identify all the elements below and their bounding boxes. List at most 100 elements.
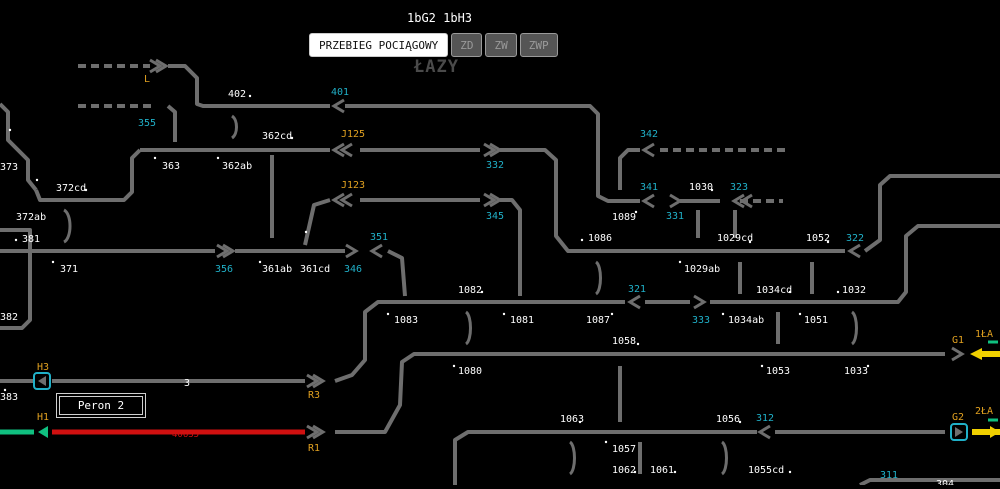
signal-G1-icon[interactable]	[951, 346, 965, 362]
label-1032: 1032	[842, 285, 866, 296]
signal-401-icon[interactable]	[331, 98, 345, 114]
label-1081: 1081	[510, 315, 534, 326]
label-355: 355	[138, 118, 156, 129]
label-323: 323	[730, 182, 748, 193]
track-372cd	[34, 148, 142, 202]
label-1LA: 1ŁA	[975, 329, 993, 340]
label-1058: 1058	[612, 336, 636, 347]
label-304: 304	[936, 479, 954, 485]
mode-zd-button[interactable]: ZD	[451, 33, 483, 57]
signal-j125-icon[interactable]	[331, 142, 353, 158]
mode-zwp-button[interactable]: ZWP	[519, 33, 558, 57]
platform-box: Peron 2	[56, 393, 146, 418]
signal-351-icon[interactable]	[369, 243, 383, 259]
mode-przebieg-pociagowy-button[interactable]: PRZEBIEG POCIĄGOWY	[309, 33, 449, 57]
signal-j123-icon[interactable]	[331, 192, 353, 208]
mode-zw-button[interactable]: ZW	[485, 33, 517, 57]
signal-R1-icon[interactable]	[306, 424, 326, 440]
label-L: L	[144, 74, 150, 85]
label-361cd: 361cd	[300, 264, 330, 275]
track-355-link	[166, 104, 177, 142]
signal-323-icon[interactable]	[731, 193, 753, 209]
signal-G2-icon	[955, 427, 963, 437]
track-1034	[710, 224, 1000, 304]
signal-H1-icon[interactable]	[38, 426, 48, 438]
track-382	[0, 228, 32, 330]
label-H3: H3	[37, 362, 49, 373]
track-1058	[335, 352, 945, 434]
signal-332-icon[interactable]	[483, 142, 503, 158]
signal-R3-icon[interactable]	[306, 373, 326, 389]
signal-322-icon[interactable]	[847, 243, 861, 259]
label-321: 321	[628, 284, 646, 295]
track-345	[500, 198, 522, 296]
track-322	[863, 174, 1000, 253]
label-1033: 1033	[844, 366, 868, 377]
label-R3: R3	[308, 390, 320, 401]
signal-312-icon[interactable]	[757, 424, 771, 440]
insulated-joint	[230, 114, 238, 140]
label-1082: 1082	[458, 285, 482, 296]
label-401: 401	[331, 87, 349, 98]
label-362ab: 362ab	[222, 161, 252, 172]
signal-331-icon[interactable]	[669, 193, 683, 209]
label-G1: G1	[952, 335, 964, 346]
signal-345-icon[interactable]	[483, 192, 503, 208]
track-342-link	[618, 148, 640, 190]
label-1053: 1053	[766, 366, 790, 377]
track-351-link	[387, 249, 407, 297]
signal-L-icon[interactable]	[149, 58, 169, 74]
insulated-joint-7	[720, 440, 728, 476]
label-346: 346	[344, 264, 362, 275]
active-route-label: 1bG2 1bH3	[407, 11, 473, 25]
label-373: 373	[0, 162, 18, 173]
signal-H3-icon	[38, 376, 46, 386]
signal-H3-frame[interactable]	[33, 372, 51, 390]
label-342: 342	[640, 129, 658, 140]
signal-346-icon[interactable]	[345, 243, 359, 259]
label-J123: J123	[341, 180, 365, 191]
track-332-1086	[500, 148, 845, 253]
label-1062: 1062	[612, 465, 636, 476]
label-372cd: 372cd	[56, 183, 86, 194]
label-331: 331	[666, 211, 684, 222]
label-1055cd: 1055cd	[748, 465, 784, 476]
label-H1: H1	[37, 412, 49, 423]
insulated-joint-6	[568, 440, 576, 476]
label-1063: 1063	[560, 414, 584, 425]
label-332: 332	[486, 160, 504, 171]
label-G2: G2	[952, 412, 964, 423]
label-1089: 1089	[612, 212, 636, 223]
label-341: 341	[640, 182, 658, 193]
track-401	[345, 104, 640, 203]
signal-321-icon[interactable]	[627, 294, 641, 310]
label-R1: R1	[308, 443, 320, 454]
station-name: ŁAZY	[414, 57, 459, 77]
signal-341-icon[interactable]	[641, 193, 655, 209]
label-351: 351	[370, 232, 388, 243]
label-J125: J125	[341, 129, 365, 140]
signal-342-icon[interactable]	[641, 142, 655, 158]
label-361ab: 361ab	[262, 264, 292, 275]
label-381: 381	[22, 234, 40, 245]
track-1063	[453, 430, 757, 485]
label-362cd: 362cd	[262, 131, 292, 142]
label-3: 3	[184, 378, 190, 389]
label-1029ab: 1029ab	[684, 264, 720, 275]
label-312: 312	[756, 413, 774, 424]
label-40635: 40635	[172, 430, 199, 440]
label-1086: 1086	[588, 233, 612, 244]
label-356: 356	[215, 264, 233, 275]
signal-333-icon[interactable]	[693, 294, 707, 310]
insulated-joint-4	[464, 310, 472, 346]
label-1029cd: 1029cd	[717, 233, 753, 244]
label-1052: 1052	[806, 233, 830, 244]
track-402	[168, 64, 330, 108]
signal-G2-frame[interactable]	[950, 423, 968, 441]
signal-356-icon[interactable]	[216, 243, 236, 259]
label-371: 371	[60, 264, 78, 275]
signal-1LA-arrow	[970, 348, 982, 360]
label-363: 363	[162, 161, 180, 172]
label-1030: 1030	[689, 182, 713, 193]
